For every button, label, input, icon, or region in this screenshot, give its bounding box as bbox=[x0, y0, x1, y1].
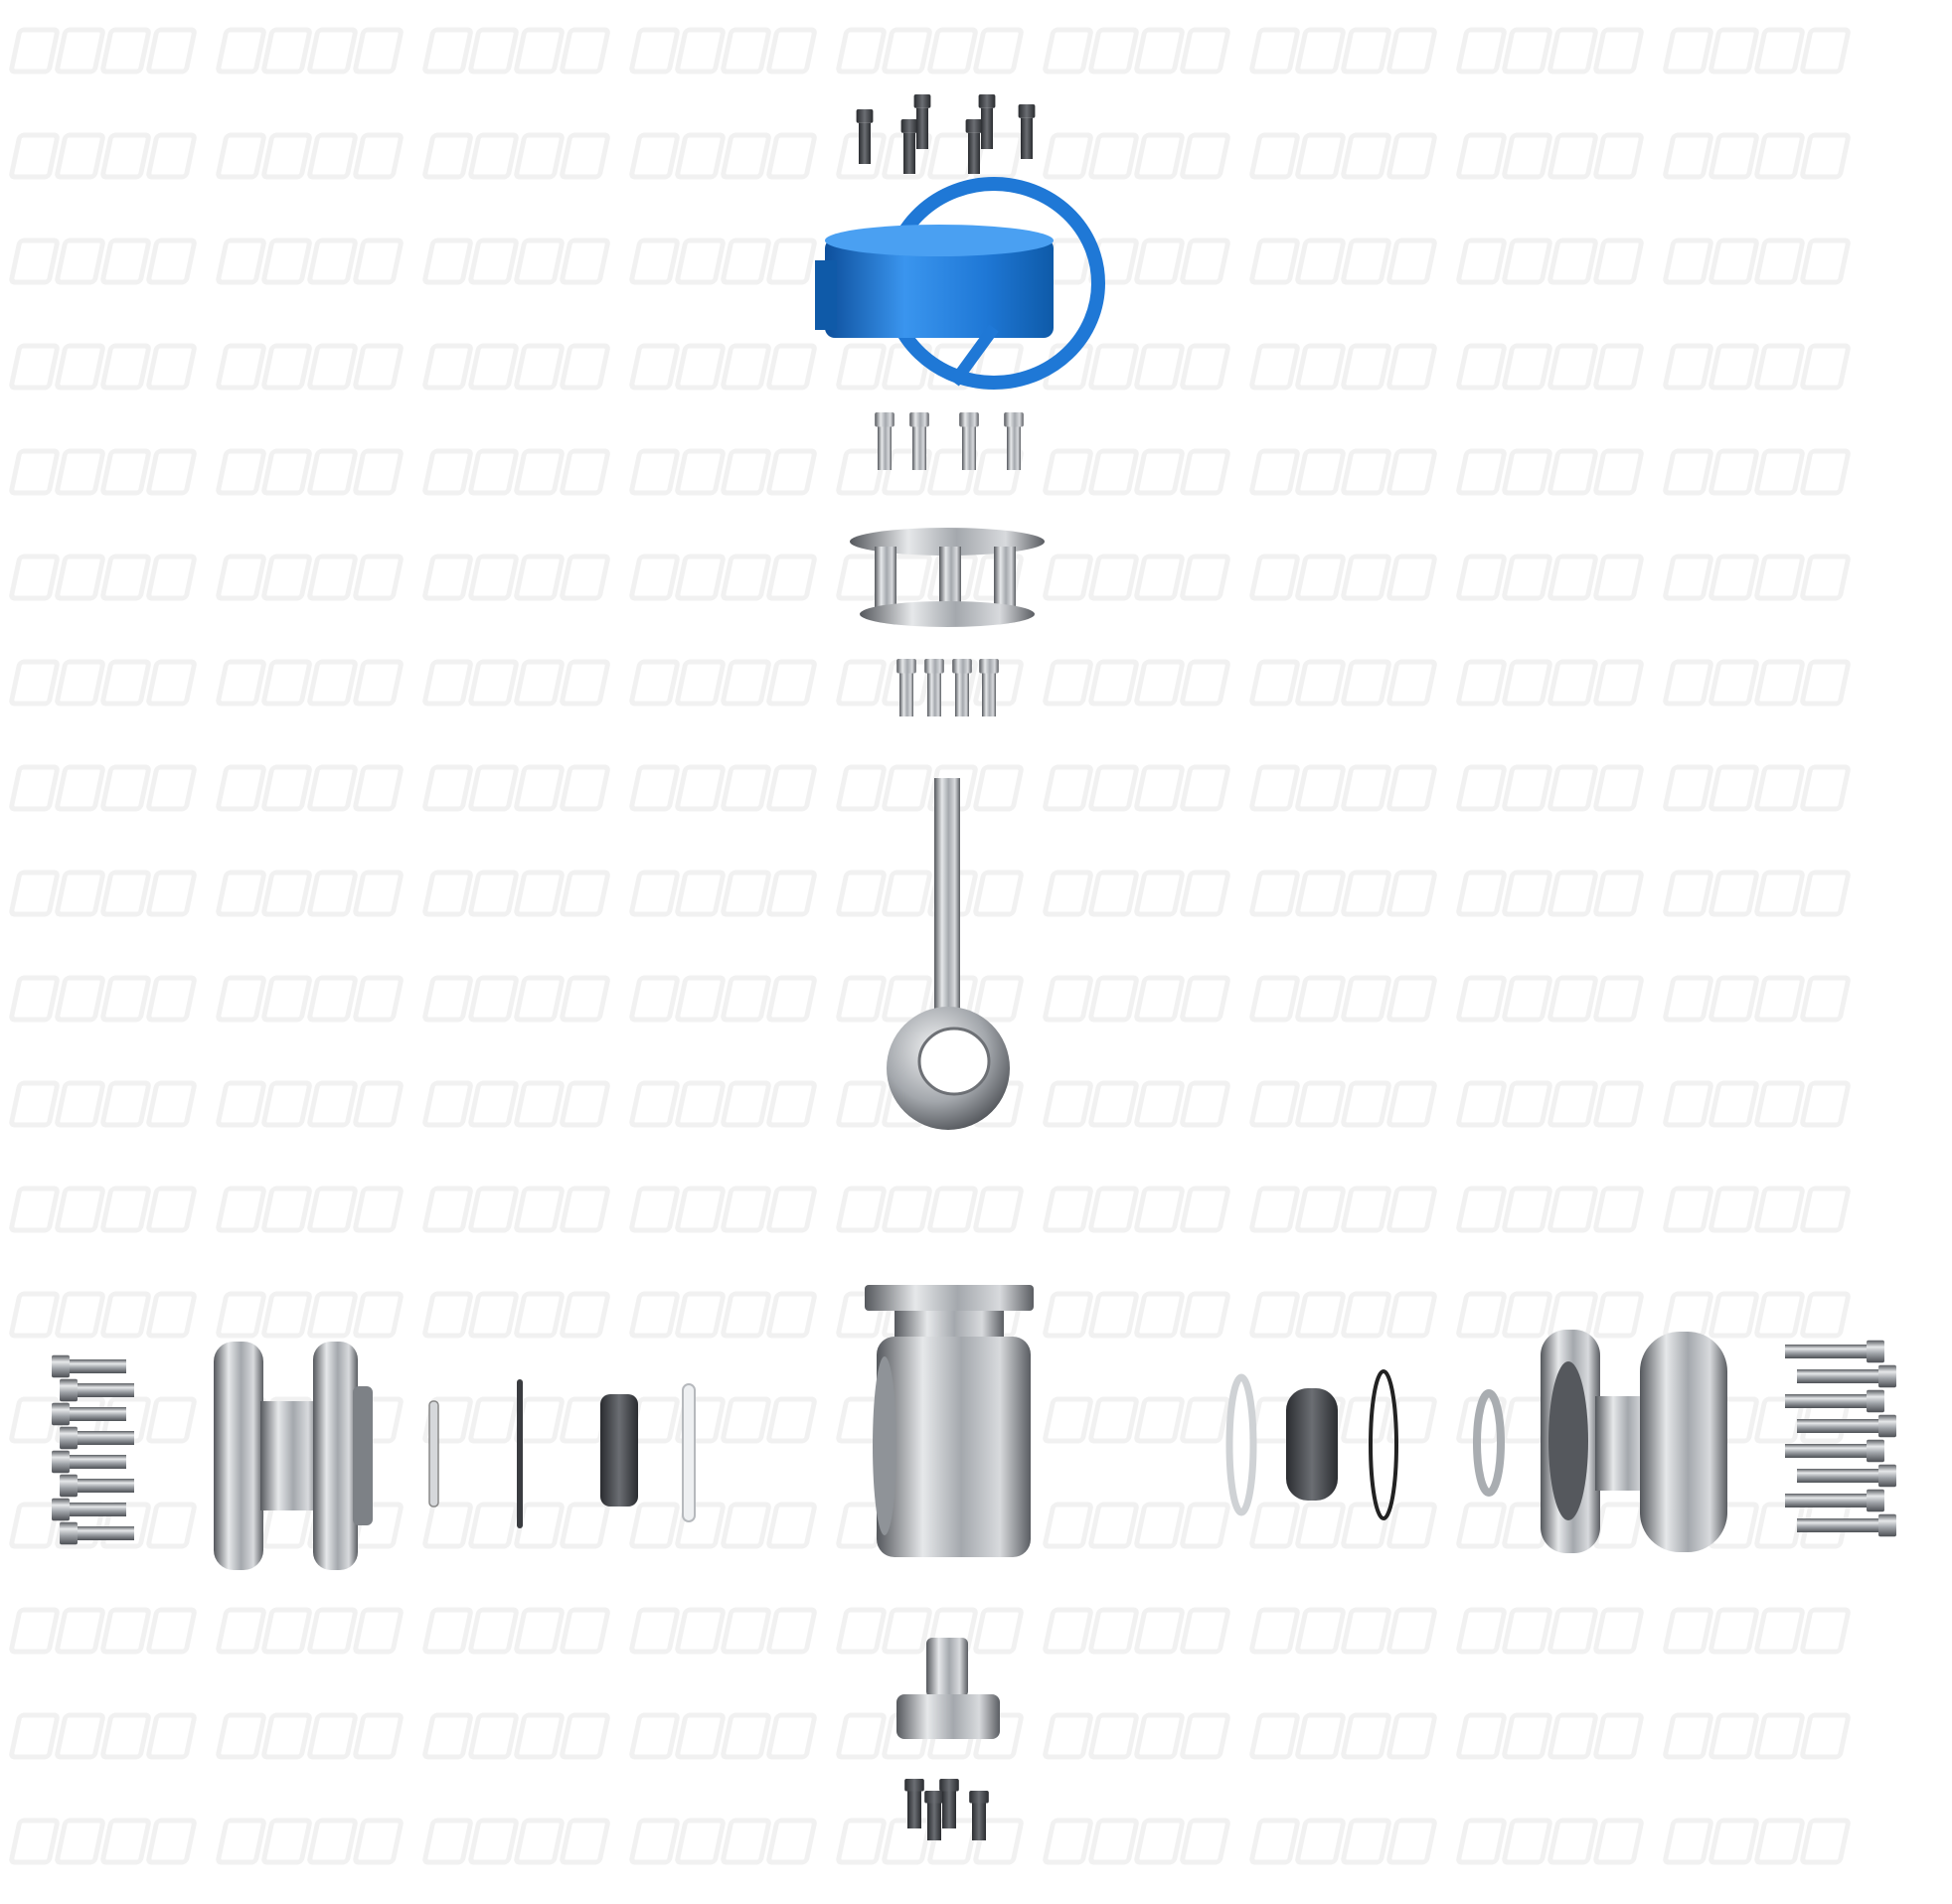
bolt bbox=[52, 1450, 126, 1474]
handwheel-spoke bbox=[949, 324, 999, 387]
stem-and-ball bbox=[887, 778, 1010, 1130]
bolt bbox=[909, 412, 929, 470]
mounting-studs bbox=[875, 412, 1024, 470]
bolt bbox=[1797, 1364, 1896, 1388]
bolt bbox=[60, 1426, 134, 1450]
mounting-bracket bbox=[850, 528, 1045, 627]
gearbox-top bbox=[825, 225, 1054, 256]
bolt bbox=[60, 1378, 134, 1402]
bolt bbox=[1785, 1489, 1884, 1512]
bolt bbox=[875, 412, 895, 470]
bolt bbox=[939, 1779, 959, 1828]
right-seat bbox=[1286, 1388, 1338, 1501]
gearbox-side-cover bbox=[815, 260, 837, 330]
bolt bbox=[856, 109, 874, 164]
bolt bbox=[952, 659, 972, 716]
right-flange-bolts bbox=[1785, 1340, 1896, 1537]
left-seat-ring bbox=[682, 1383, 696, 1522]
bolt bbox=[1797, 1414, 1896, 1438]
bolt bbox=[1797, 1464, 1896, 1488]
bolt bbox=[978, 94, 996, 149]
ball-bore bbox=[917, 1027, 991, 1096]
top-bolts bbox=[856, 94, 1036, 174]
right-o-ring bbox=[1369, 1369, 1398, 1520]
bolt bbox=[900, 119, 918, 174]
bolt bbox=[896, 659, 916, 716]
gear-operator bbox=[815, 177, 1105, 390]
left-end-cap bbox=[214, 1342, 373, 1570]
bolt bbox=[913, 94, 931, 149]
trunnion-screws bbox=[904, 1779, 989, 1840]
bolt bbox=[1785, 1439, 1884, 1463]
bolt bbox=[1785, 1340, 1884, 1363]
bolt bbox=[904, 1779, 924, 1828]
bolt bbox=[52, 1498, 126, 1521]
left-gasket bbox=[428, 1400, 439, 1507]
bolt bbox=[60, 1474, 134, 1498]
bolt bbox=[52, 1402, 126, 1426]
bolt bbox=[969, 1791, 989, 1840]
bolt bbox=[924, 659, 944, 716]
stem bbox=[934, 778, 960, 1017]
bolt bbox=[979, 659, 999, 716]
left-flange-bolts bbox=[52, 1354, 134, 1545]
bolt bbox=[1004, 412, 1024, 470]
gearbox-housing bbox=[825, 238, 1054, 338]
left-o-ring bbox=[517, 1379, 523, 1528]
bolt bbox=[1797, 1513, 1896, 1537]
right-seat-ring bbox=[1225, 1373, 1257, 1516]
right-end-cap bbox=[1541, 1330, 1727, 1553]
bolt bbox=[1785, 1389, 1884, 1413]
bolt bbox=[924, 1791, 944, 1840]
bolt bbox=[60, 1521, 134, 1545]
lower-trunnion bbox=[896, 1638, 1000, 1739]
bracket-screws bbox=[896, 659, 999, 716]
left-seat bbox=[600, 1394, 638, 1507]
bolt bbox=[1018, 104, 1036, 159]
valve-body bbox=[865, 1285, 1034, 1557]
bolt bbox=[959, 412, 979, 470]
bolt bbox=[52, 1354, 126, 1378]
bolt bbox=[965, 119, 983, 174]
right-gasket bbox=[1473, 1389, 1505, 1497]
